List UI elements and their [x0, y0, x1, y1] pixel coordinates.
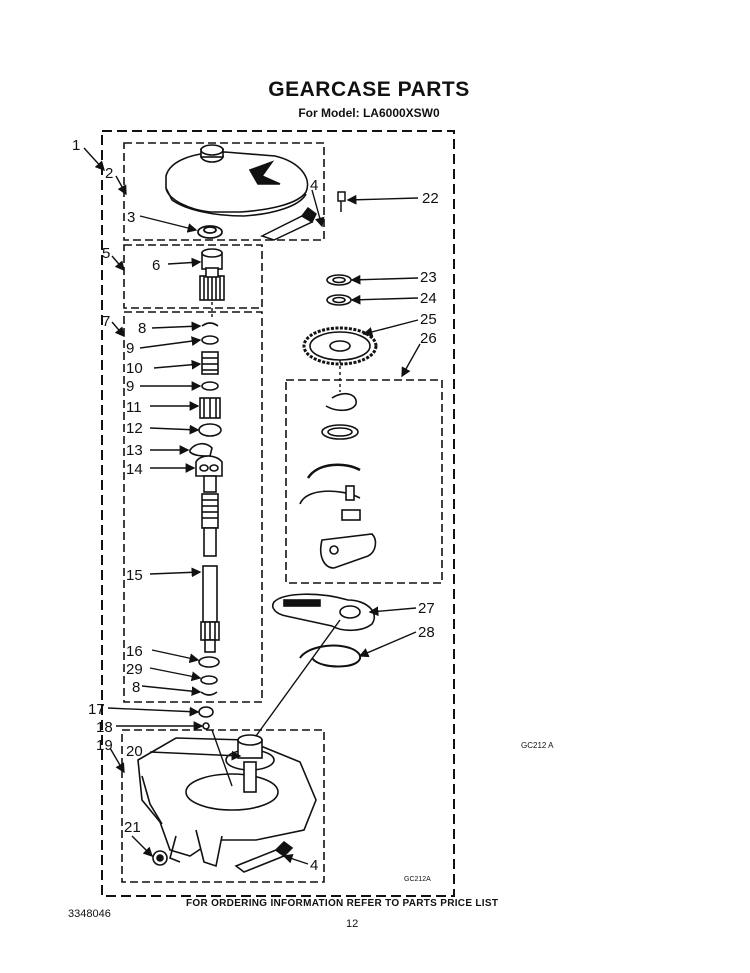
group-box-7	[123, 311, 263, 703]
callout-22: 22	[422, 190, 439, 207]
gearcase-cover	[165, 144, 309, 217]
figure-code: GC212 A	[521, 741, 554, 750]
callout-18: 18	[96, 719, 113, 736]
leader-lines	[83, 147, 421, 865]
seal-ring	[197, 225, 223, 239]
callout-6: 6	[152, 257, 160, 274]
right-side-parts	[271, 274, 378, 668]
ordering-note: FOR ORDERING INFORMATION REFER TO PARTS …	[186, 898, 499, 909]
callout-17: 17	[88, 701, 105, 718]
callout-20: 20	[126, 743, 143, 760]
callout-28: 28	[418, 624, 435, 641]
callout-8-bottom: 8	[132, 679, 140, 696]
callout-25: 25	[420, 311, 437, 328]
callout-labels: 1 2 3 4 5 6 7 8 9 10 9 11 12 13 14 15 16…	[72, 137, 439, 874]
callout-24: 24	[420, 290, 437, 307]
callout-16: 16	[126, 643, 143, 660]
group-box-5	[123, 244, 263, 309]
model-subtitle: For Model: LA6000XSW0	[298, 106, 440, 120]
callout-3: 3	[127, 209, 135, 226]
callout-29: 29	[126, 661, 143, 678]
callout-5: 5	[102, 245, 110, 262]
callout-9-mid: 9	[126, 378, 134, 395]
callout-19: 19	[96, 737, 113, 754]
callout-11: 11	[126, 399, 142, 416]
gearcase-base	[137, 734, 317, 873]
callout-27: 27	[418, 600, 435, 617]
callout-2: 2	[105, 165, 113, 182]
callout-14: 14	[126, 461, 143, 478]
callout-1: 1	[72, 137, 80, 154]
group-box-26	[285, 379, 443, 584]
shaft-stack	[189, 322, 223, 730]
callout-21: 21	[124, 819, 141, 836]
callout-4-top: 4	[310, 177, 318, 194]
callout-26: 26	[420, 330, 437, 347]
callout-9-top: 9	[126, 340, 134, 357]
page-number: 12	[346, 918, 359, 930]
callout-15: 15	[126, 567, 143, 584]
callout-8-top: 8	[138, 320, 146, 337]
assembly-border	[101, 130, 455, 897]
sealant-tube-top	[260, 206, 317, 241]
callout-12: 12	[126, 420, 143, 437]
page-title: GEARCASE PARTS	[268, 78, 470, 101]
callout-7: 7	[102, 313, 110, 330]
callout-23: 23	[420, 269, 437, 286]
screw	[337, 191, 346, 212]
callout-4-bottom: 4	[310, 857, 318, 874]
callout-13: 13	[126, 442, 143, 459]
box-code: GC212A	[404, 876, 431, 883]
group-box-19	[121, 729, 325, 883]
pinion-gear	[199, 248, 225, 301]
document-number: 3348046	[68, 908, 111, 920]
callout-10: 10	[126, 360, 143, 377]
